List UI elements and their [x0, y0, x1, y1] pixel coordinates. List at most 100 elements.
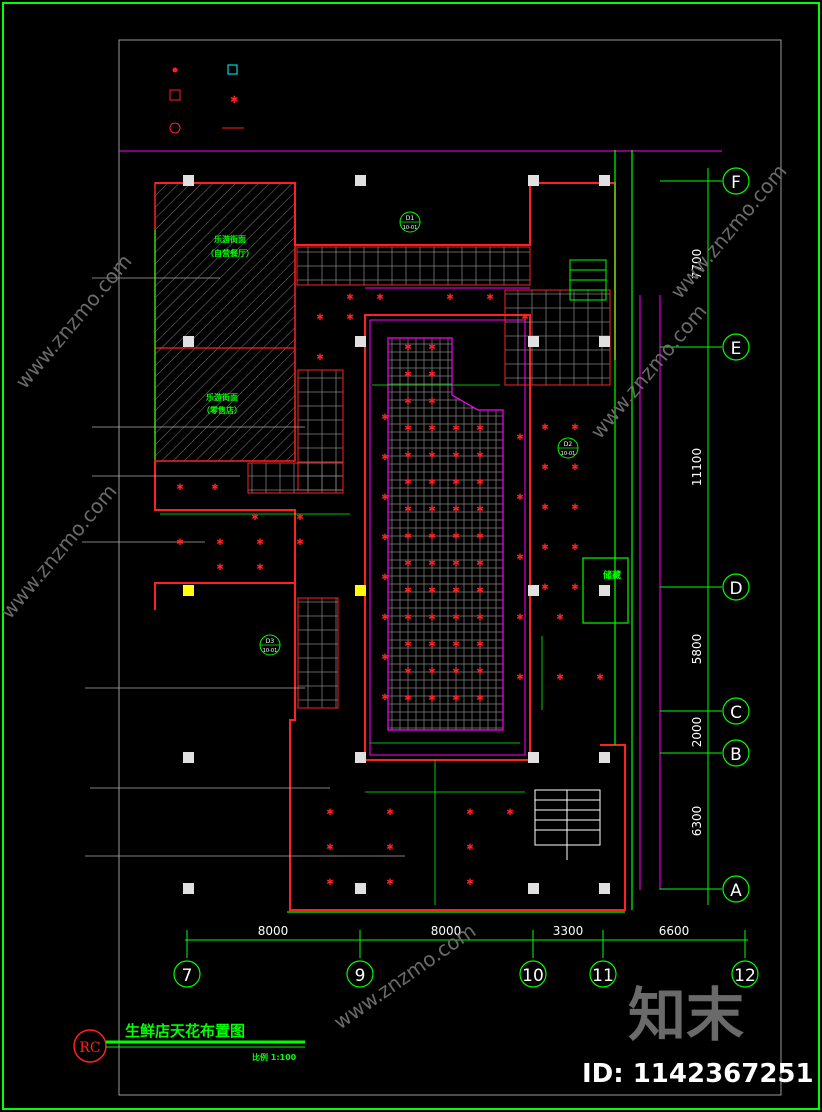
light-fixture-icon: ✱ — [476, 640, 484, 650]
light-fixture-icon: ✱ — [516, 493, 524, 503]
light-fixture-icon: ✱ — [404, 532, 412, 542]
structural-columns — [183, 175, 610, 894]
upper-hatch-label-2: （自营餐厅） — [206, 248, 254, 258]
light-fixture-icon: ✱ — [428, 640, 436, 650]
grid-ceiling-top — [296, 246, 531, 286]
watermark-brand: 知末 — [628, 981, 744, 1049]
row-axis-circle — [722, 875, 750, 903]
light-fixture-icon: ✱ — [428, 586, 436, 596]
light-fixture-icon: ✱ — [571, 543, 579, 553]
light-fixture-icon: ✱ — [452, 586, 460, 596]
light-fixture-icon: ✱ — [541, 463, 549, 473]
light-fixture-icon: ✱ — [571, 583, 579, 593]
callout-code: D1 — [406, 215, 415, 222]
row-axis-circle — [722, 697, 750, 725]
callout-sub: 10-01 — [403, 225, 418, 231]
light-fixture-icon: ✱ — [176, 538, 184, 548]
bottom-dimension: 6600 — [659, 924, 690, 938]
stair-lower — [534, 789, 601, 860]
callout-sub: 10-01 — [561, 451, 576, 457]
light-fixture-icon: ✱ — [516, 673, 524, 683]
light-fixture-icon: ✱ — [541, 583, 549, 593]
light-fixture-icon: ✱ — [386, 843, 394, 853]
light-fixture-icon: ✱ — [428, 667, 436, 677]
row-axis-label: C — [730, 703, 742, 723]
lower-hatch-label-2: （零售店） — [202, 405, 242, 415]
light-fixture-icon: ✱ — [346, 293, 354, 303]
light-fixture-icon: ✱ — [571, 503, 579, 513]
light-fixture-icon: ✱ — [446, 293, 454, 303]
light-fixture-icon: ✱ — [556, 613, 564, 623]
watermark-diagonal-2: www.znzmo.com — [0, 479, 122, 623]
light-fixture-icon: ✱ — [296, 538, 304, 548]
light-fixture-icon: ✱ — [521, 313, 529, 323]
right-dimension: 7700 — [690, 249, 704, 280]
right-dimension: 11100 — [690, 448, 704, 486]
legend-speaker-icon — [169, 122, 181, 134]
light-fixture-icon: ✱ — [176, 483, 184, 493]
light-fixture-icon: ✱ — [452, 613, 460, 623]
light-fixture-icon: ✱ — [381, 693, 389, 703]
column-axis-circle — [731, 960, 759, 988]
watermark-id: ID: 1142367251 — [582, 1059, 814, 1089]
watermark-diagonal-1: www.znzmo.com — [10, 249, 136, 393]
light-fixture-icon: ✱ — [386, 878, 394, 888]
grid-ceiling-left-lower — [297, 597, 339, 709]
light-fixture-icon: ✱ — [326, 878, 334, 888]
light-fixture-icon: ✱ — [404, 694, 412, 704]
light-fixture-icon: ✱ — [506, 808, 514, 818]
light-fixture-icon: ✱ — [428, 559, 436, 569]
light-fixture-icon: ✱ — [386, 808, 394, 818]
light-fixture-icon: ✱ — [381, 493, 389, 503]
light-fixture-icon: ✱ — [476, 424, 484, 434]
light-fixture-icon: ✱ — [404, 559, 412, 569]
column-axis-label: 12 — [734, 966, 756, 986]
callout-code: D2 — [564, 441, 573, 448]
light-fixture-icon: ✱ — [428, 505, 436, 515]
light-fixture-icon: ✱ — [428, 370, 436, 380]
hatched-area — [154, 182, 296, 462]
light-fixture-icon: ✱ — [516, 613, 524, 623]
column-axis-label: 11 — [592, 966, 614, 986]
light-fixture-icon: ✱ — [452, 505, 460, 515]
drawing-badge: RC — [79, 1040, 100, 1056]
light-fixture-icon: ✱ — [404, 505, 412, 515]
light-fixture-icon: ✱ — [211, 483, 219, 493]
light-fixture-icon: ✱ — [428, 343, 436, 353]
light-fixture-icon: ✱ — [381, 573, 389, 583]
row-axis-circle — [722, 167, 750, 195]
grid-ceiling-central — [387, 337, 504, 731]
light-fixture-icon: ✱ — [596, 673, 604, 683]
light-fixture-icon: ✱ — [476, 586, 484, 596]
light-fixture-icon: ✱ — [376, 293, 384, 303]
light-fixture-icon: ✱ — [516, 433, 524, 443]
light-fixture-icon: ✱ — [452, 478, 460, 488]
light-fixture-icon: ✱ — [571, 463, 579, 473]
column-axis-circle — [173, 960, 201, 988]
row-axis-circle — [722, 333, 750, 361]
upper-hatch-label-1: 乐游街面 — [214, 234, 246, 244]
light-fixture-icon: ✱ — [486, 293, 494, 303]
row-axis-label: D — [729, 579, 742, 599]
column-axis-circle — [589, 960, 617, 988]
column-axis-circle — [519, 960, 547, 988]
light-fixture-icon: ✱ — [326, 808, 334, 818]
bottom-dimension: 3300 — [553, 924, 584, 938]
dimension-lines — [160, 384, 543, 905]
column-axis-circle — [346, 960, 374, 988]
light-fixture-icon: ✱ — [556, 673, 564, 683]
light-fixture-icon: ✱ — [404, 586, 412, 596]
light-fixture-icon: ✱ — [466, 808, 474, 818]
light-fixture-icon: ✱ — [404, 613, 412, 623]
column-yellow-1 — [183, 585, 194, 596]
light-fixture-icon: ✱ — [476, 478, 484, 488]
light-fixture-icon: ✱ — [381, 413, 389, 423]
light-fixture-icon: ✱ — [404, 640, 412, 650]
bottom-dimension: 8000 — [258, 924, 289, 938]
light-fixture-icon: ✱ — [476, 613, 484, 623]
